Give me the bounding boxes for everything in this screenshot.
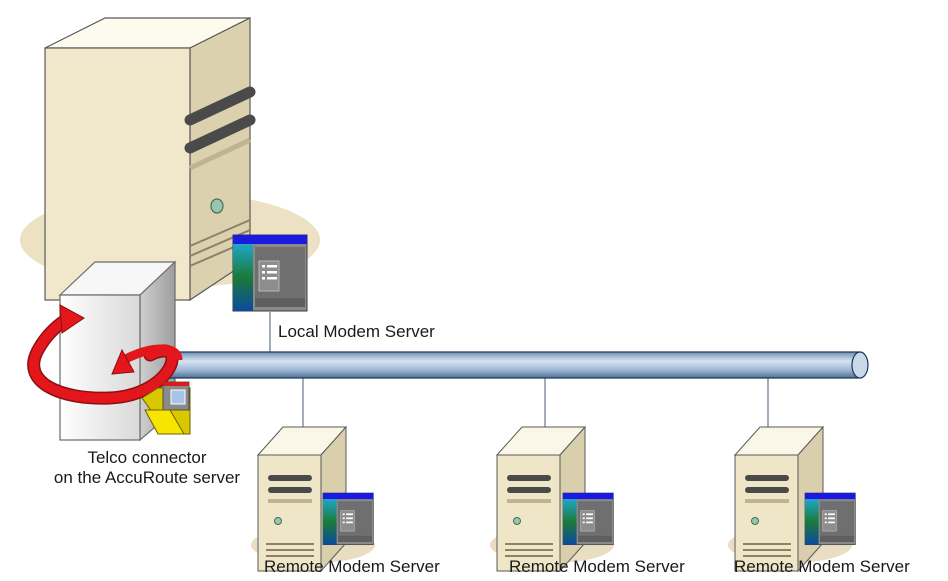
- remote-modem-server-label: Remote Modem Server: [734, 557, 910, 576]
- rotate-arrow-icon: [27, 304, 183, 405]
- remote-modem-server-label: Remote Modem Server: [509, 557, 685, 576]
- network-bus-pipe: [167, 351, 869, 379]
- remote-server-1-window-icon: [322, 492, 374, 546]
- local-modem-server-label: Local Modem Server: [278, 322, 435, 341]
- remote-modem-server-label: Remote Modem Server: [264, 557, 440, 576]
- remote-server-2-window-icon: [562, 492, 614, 546]
- remote-server-3-window-icon: [804, 492, 856, 546]
- telco-connector-label-line2: on the AccuRoute server: [53, 468, 241, 487]
- folder-icon: [141, 381, 191, 435]
- telco-connector-label-line1: Telco connector: [87, 448, 207, 467]
- local-modem-server-window-icon: [232, 234, 308, 312]
- telco-connector-label: Telco connector on the AccuRoute server: [34, 448, 260, 488]
